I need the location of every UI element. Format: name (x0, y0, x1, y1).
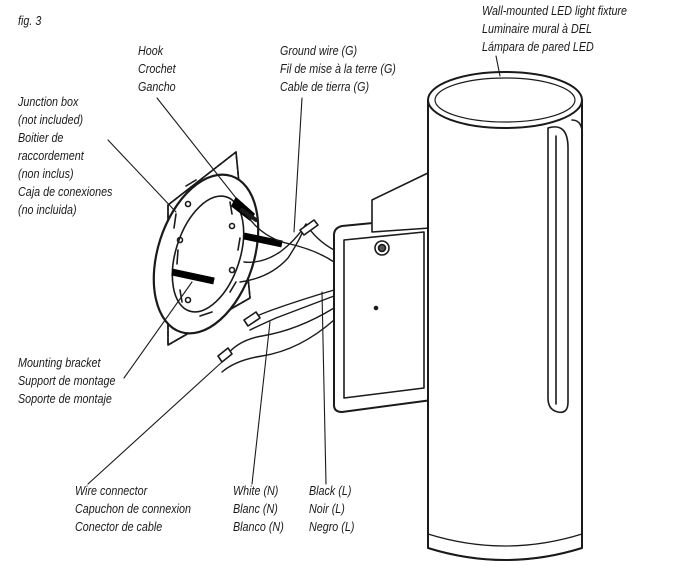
junction-label-line5: (non inclus) (18, 167, 74, 181)
white-label-fr: Blanc (N) (233, 502, 278, 516)
connector-label-fr: Capuchon de connexion (75, 502, 191, 516)
ground-wire-label: Ground wire (G) Fil de mise à la terre (… (280, 42, 396, 96)
connector-label-es: Conector de cable (75, 520, 163, 534)
fixture-label: Wall-mounted LED light fixture Luminaire… (482, 2, 627, 56)
black-label-es: Negro (L) (309, 520, 355, 534)
hook-label-fr: Crochet (138, 62, 176, 76)
wire-connector-label: Wire connector Capuchon de connexion Con… (75, 482, 191, 536)
ground-wire-label-es: Cable de tierra (G) (280, 80, 370, 94)
bracket-label-fr: Support de montage (18, 374, 116, 388)
ground-wire-label-en: Ground wire (G) (280, 44, 358, 58)
hook-label-es: Gancho (138, 80, 176, 94)
white-label-es: Blanco (N) (233, 520, 284, 534)
leader-lines (87, 55, 501, 485)
junction-label-line4: raccordement (18, 149, 84, 163)
mounting-bracket (152, 173, 260, 335)
junction-label-line6: Caja de conexiones (18, 185, 113, 199)
junction-box-label: Junction box (not included) Boitier de r… (18, 93, 112, 219)
black-label-fr: Noir (L) (309, 502, 345, 516)
bracket-label-es: Soporte de montaje (18, 392, 112, 406)
black-label-en: Black (L) (309, 484, 352, 498)
junction-label-line7: (no incluida) (18, 203, 77, 217)
fixture-label-en: Wall-mounted LED light fixture (482, 4, 627, 18)
white-wire-label: White (N) Blanc (N) Blanco (N) (233, 482, 284, 536)
junction-label-line1: Junction box (18, 95, 79, 109)
figure-label: fig. 3 (18, 12, 41, 30)
junction-label-line2: (not included) (18, 113, 84, 127)
fixture-wires (221, 213, 335, 373)
cylinder-fixture (427, 71, 584, 561)
hook-label-en: Hook (138, 44, 164, 58)
wire-connectors (217, 219, 319, 363)
white-label-en: White (N) (233, 484, 279, 498)
ground-wire-label-fr: Fil de mise à la terre (G) (280, 62, 396, 76)
bracket-screws (171, 232, 283, 285)
fixture-label-fr: Luminaire mural à DEL (482, 22, 592, 36)
bracket-label-en: Mounting bracket (18, 356, 101, 370)
mounting-bracket-label: Mounting bracket Support de montage Sopo… (18, 354, 115, 408)
figure-label-text: fig. 3 (18, 14, 42, 28)
connector-label-en: Wire connector (75, 484, 148, 498)
black-wire-label: Black (L) Noir (L) Negro (L) (309, 482, 354, 536)
junction-label-line3: Boitier de (18, 131, 64, 145)
fixture-label-es: Lámpara de pared LED (482, 40, 594, 54)
hook-label: Hook Crochet Gancho (138, 42, 176, 96)
fixture-backplate (333, 216, 433, 413)
